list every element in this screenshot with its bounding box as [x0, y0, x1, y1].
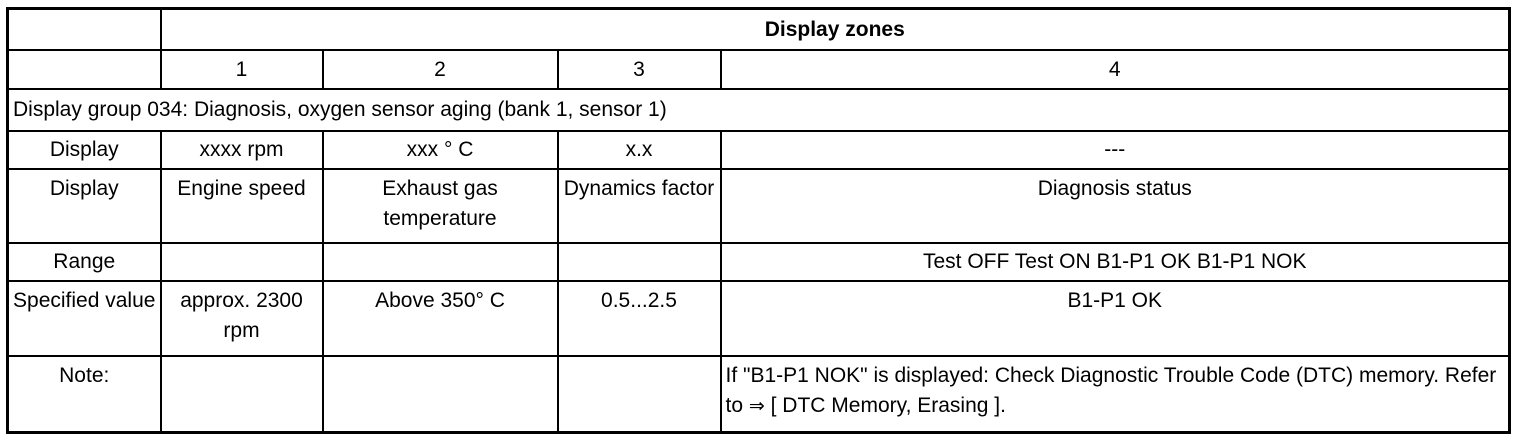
zone-number-1: 1 — [159, 49, 324, 91]
table-cell — [321, 242, 559, 283]
table-cell — [556, 242, 722, 283]
row-label: Specified value — [6, 280, 162, 357]
table-cell: B1-P1 OK — [719, 280, 1511, 357]
dtc-memory-link[interactable]: [ DTC Memory, Erasing ] — [770, 393, 1001, 417]
table-row: Display Engine speed Exhaust gas tempera… — [6, 167, 1511, 245]
zone-number-row: 1 2 3 4 — [6, 49, 1511, 91]
table-row: Range Test OFF Test ON B1-P1 OK B1-P1 NO… — [6, 242, 1511, 283]
table-cell: xxx ° C — [321, 129, 559, 170]
corner-cell — [6, 7, 162, 52]
table-cell: 0.5...2.5 — [556, 280, 722, 357]
table-cell: x.x — [556, 129, 722, 170]
note-text-after: . — [1000, 393, 1006, 417]
group-title-row: Display group 034: Diagnosis, oxygen sen… — [6, 88, 1511, 132]
zone-number-2: 2 — [321, 49, 559, 91]
table-cell: approx. 2300 rpm — [159, 280, 324, 357]
table-cell — [321, 354, 559, 434]
zone-number-corner — [6, 49, 162, 91]
table-cell — [159, 354, 324, 434]
table-cell: xxxx rpm — [159, 129, 324, 170]
table-cell — [159, 242, 324, 283]
note-text: If "B1-P1 NOK" is displayed: Check Diagn… — [719, 354, 1511, 434]
header-row: Display zones — [6, 7, 1511, 52]
note-text-before: If "B1-P1 NOK" is displayed: Check Diagn… — [725, 363, 1497, 417]
row-label: Display — [6, 129, 162, 170]
zone-number-3: 3 — [556, 49, 722, 91]
row-label: Range — [6, 242, 162, 283]
table-cell: Above 350° C — [321, 280, 559, 357]
table-row: Display xxxx rpm xxx ° C x.x --- — [6, 129, 1511, 170]
table-cell: Test OFF Test ON B1-P1 OK B1-P1 NOK — [719, 242, 1511, 283]
table-cell: Diagnosis status — [719, 167, 1511, 245]
row-label: Display — [6, 167, 162, 245]
table-cell: Engine speed — [159, 167, 324, 245]
display-group-title: Display group 034: Diagnosis, oxygen sen… — [6, 88, 1511, 132]
zone-number-4: 4 — [719, 49, 1511, 91]
display-group-table: Display zones 1 2 3 4 Display group 034:… — [6, 7, 1511, 434]
table-cell: Exhaust gas temperature — [321, 167, 559, 245]
display-zones-header: Display zones — [159, 7, 1511, 52]
table-cell: --- — [719, 129, 1511, 170]
arrow-right-icon: ⇒ — [748, 394, 765, 417]
table-cell — [556, 354, 722, 434]
note-label: Note: — [6, 354, 162, 434]
table-row: Specified value approx. 2300 rpm Above 3… — [6, 280, 1511, 357]
table-cell: Dynamics factor — [556, 167, 722, 245]
note-row: Note: If "B1-P1 NOK" is displayed: Check… — [6, 354, 1511, 434]
